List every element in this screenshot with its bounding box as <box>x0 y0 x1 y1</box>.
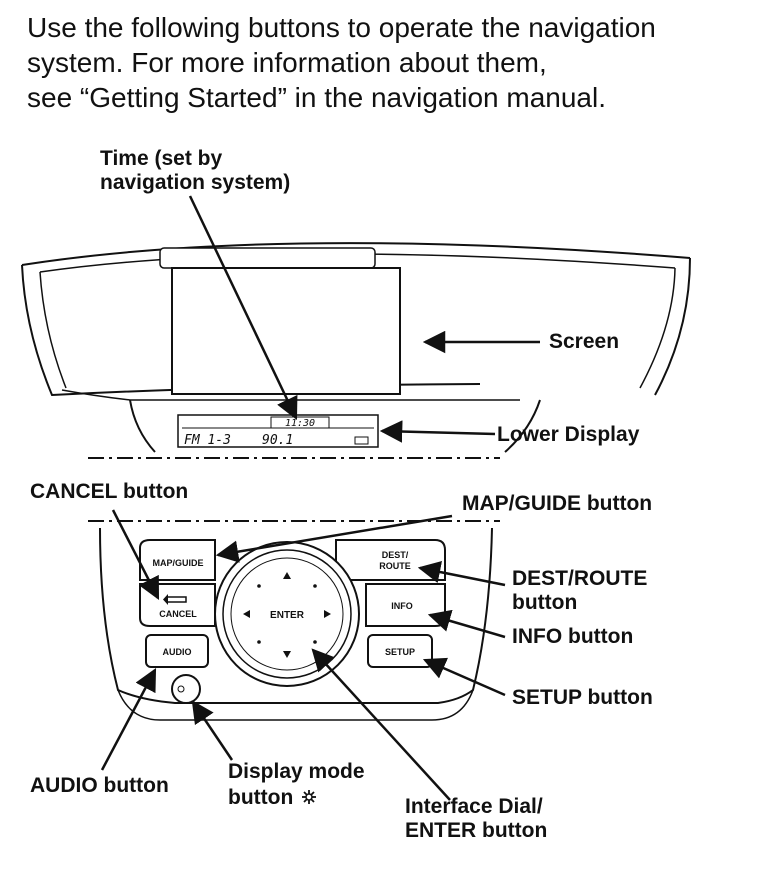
sun-moon-icon <box>177 684 195 694</box>
callout-dest-route-line-1: DEST/ROUTE <box>512 567 648 590</box>
control-panel <box>99 527 493 704</box>
setup-label: SETUP <box>385 647 415 657</box>
callout-interface-dial: Interface Dial/ ENTER button <box>405 795 547 843</box>
dest-label-line-1: DEST/ <box>382 550 409 560</box>
lower-display-housing <box>61 389 541 453</box>
enter-label: ENTER <box>270 610 305 621</box>
lcd-indicator-icon <box>354 436 369 445</box>
callout-lower-display: Lower Display <box>497 423 640 446</box>
callout-display-mode-text: button <box>228 786 294 809</box>
dest-route-button[interactable]: DEST/ ROUTE <box>335 539 446 581</box>
intro-line-1: Use the following buttons to operate the… <box>27 12 656 43</box>
callout-time-line-1: Time (set by <box>100 147 223 170</box>
callout-setup: SETUP button <box>512 686 653 709</box>
callout-map-guide: MAP/GUIDE button <box>462 492 653 515</box>
callout-info: INFO button <box>512 625 634 648</box>
map-guide-button[interactable]: MAP/GUIDE <box>139 539 216 581</box>
lcd-station: FM 1-3 <box>184 433 231 448</box>
callout-display-mode-line-2: button <box>228 784 365 810</box>
intro-text: Use the following buttons to operate the… <box>27 10 757 115</box>
arrow-right-icon <box>324 610 331 618</box>
lcd-time: 11:30 <box>285 418 315 429</box>
callout-time: Time (set by navigation system) <box>100 147 290 195</box>
callout-display-mode-line-1: Display mode <box>228 760 365 783</box>
map-guide-label: MAP/GUIDE <box>152 558 203 568</box>
info-label: INFO <box>391 601 413 611</box>
callout-time-line-2: navigation system) <box>100 171 291 194</box>
intro-line-3: see “Getting Started” in the navigation … <box>27 82 607 113</box>
callout-interface-line-2: ENTER button <box>405 819 548 842</box>
arrow-down-icon <box>283 651 291 658</box>
lcd-frequency: 90.1 <box>262 433 293 448</box>
dest-label-line-2: ROUTE <box>379 561 411 571</box>
cancel-button[interactable]: CANCEL <box>139 583 216 627</box>
cancel-label: CANCEL <box>159 609 197 619</box>
intro-line-2: system. For more information about them, <box>27 47 547 78</box>
sun-moon-icon <box>302 789 332 805</box>
info-button[interactable]: INFO <box>365 583 446 627</box>
arrow-up-icon <box>283 572 291 579</box>
callout-display-mode: Display mode button <box>228 760 365 810</box>
audio-button[interactable]: AUDIO <box>145 634 209 668</box>
setup-button[interactable]: SETUP <box>367 634 433 668</box>
interface-dial[interactable]: ENTER <box>214 541 360 687</box>
callout-dest-route-line-2: button <box>512 591 578 614</box>
callout-interface-line-1: Interface Dial/ <box>405 795 543 818</box>
callout-audio: AUDIO button <box>30 774 169 797</box>
callout-cancel: CANCEL button <box>30 480 189 503</box>
leader-lines <box>100 195 540 801</box>
back-arrow-icon <box>168 596 187 603</box>
arrow-left-icon <box>243 610 250 618</box>
audio-label: AUDIO <box>163 647 192 657</box>
display-housing <box>21 242 691 397</box>
callout-dest-route: DEST/ROUTE button <box>512 567 647 615</box>
display-mode-button[interactable] <box>171 674 201 704</box>
nav-screen <box>171 267 401 395</box>
callout-screen: Screen <box>549 330 620 353</box>
